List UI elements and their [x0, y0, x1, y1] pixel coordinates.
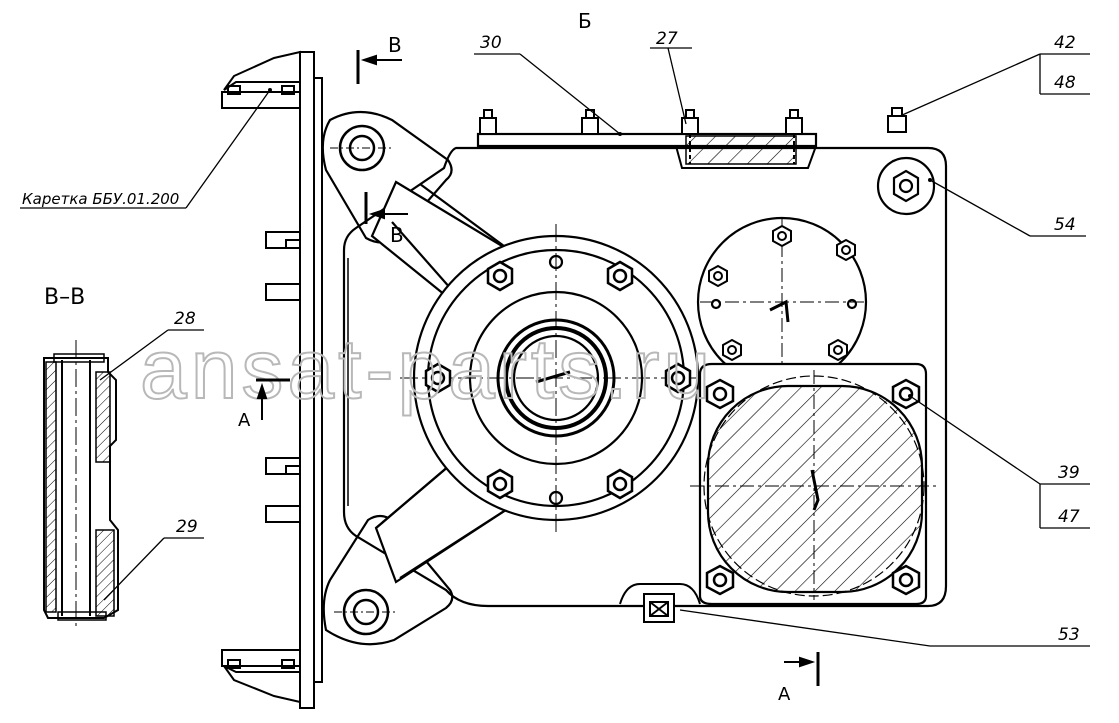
section-view-bb [43, 340, 119, 630]
cut-label-b-mid: В [390, 223, 404, 247]
lower-pivot [334, 588, 398, 636]
square-cover [690, 362, 940, 606]
callout-47: 47 [1058, 507, 1080, 527]
callout-39: 39 [1058, 463, 1080, 483]
plug-54 [876, 156, 936, 216]
gearbox-housing [342, 132, 948, 608]
carriage-plate [221, 50, 323, 709]
callout-28: 28 [174, 309, 196, 329]
drain-53 [643, 593, 675, 623]
cut-label-a-left: А [238, 410, 251, 431]
cut-marks [256, 50, 820, 686]
central-bolts [424, 260, 692, 500]
upper-pivot [330, 124, 394, 172]
square-cover-bolts [705, 378, 921, 596]
leader-lines [20, 47, 1090, 647]
small-cover-bolts [708, 224, 856, 362]
watermark: ansat-parts.ru [140, 322, 714, 416]
callout-42: 42 [1054, 33, 1076, 53]
cut-label-b-top: В [388, 33, 402, 57]
callout-54: 54 [1054, 215, 1076, 235]
carriage-label: Каретка ББУ.01.200 [22, 190, 179, 208]
callout-29: 29 [176, 517, 198, 537]
callout-53: 53 [1058, 625, 1080, 645]
central-bearing [400, 224, 712, 532]
section-title: В–В [44, 285, 85, 310]
cut-label-a-bottom: А [778, 684, 791, 705]
leader-dots [268, 88, 932, 398]
callout-30: 30 [480, 33, 502, 53]
callout-48: 48 [1054, 73, 1076, 93]
callout-27: 27 [656, 29, 678, 49]
view-label: Б [578, 9, 592, 33]
cover-bolts [479, 107, 907, 164]
